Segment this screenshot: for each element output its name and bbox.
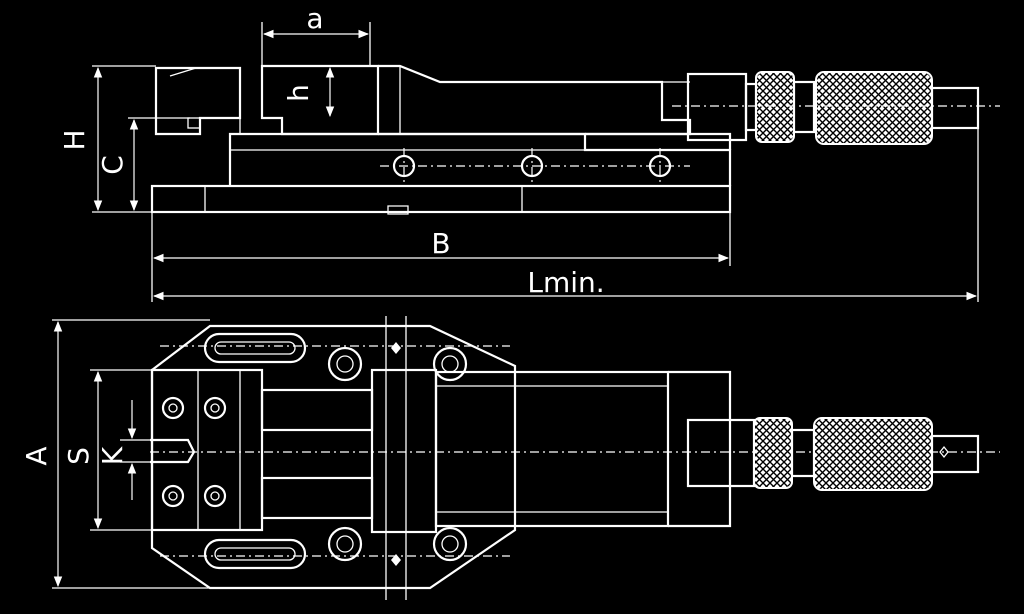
label-h: h: [282, 84, 315, 102]
side-view-bolts: [380, 148, 690, 184]
fixed-jaw-side: [154, 66, 242, 136]
top-view-dimensions: [52, 319, 210, 589]
top-view-bolt-holes: [327, 316, 468, 600]
label-H: H: [58, 129, 91, 150]
label-A: A: [20, 446, 53, 465]
top-view-slots: [203, 332, 307, 570]
side-view-dimensions: [92, 22, 979, 302]
movable-jaw-side: [260, 64, 692, 136]
label-B: B: [431, 227, 450, 260]
label-C: C: [96, 155, 129, 175]
label-a: a: [306, 2, 323, 35]
side-view-base: [150, 184, 732, 215]
side-view-spindle: [672, 71, 1000, 145]
side-view-slide: [228, 132, 732, 186]
top-view-spindle: [686, 417, 980, 491]
guide-rails-top: [260, 388, 374, 520]
top-view: [52, 316, 1000, 600]
label-Lmin: Lmin.: [527, 266, 604, 299]
fixed-jaw-top: [150, 368, 264, 532]
label-S: S: [62, 447, 95, 465]
side-view: [92, 22, 1000, 302]
label-K: K: [96, 446, 129, 465]
